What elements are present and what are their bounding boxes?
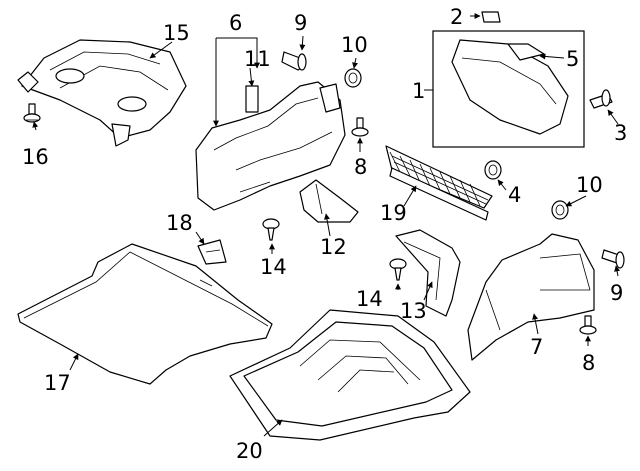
callout-9-right: 9 (610, 281, 623, 305)
left-quarter-trim-panel (195, 81, 346, 211)
grommet-4 (484, 160, 502, 180)
trim-panel-1 (451, 39, 569, 135)
push-pin-14-right (389, 258, 407, 281)
callout-4: 4 (508, 183, 521, 207)
cargo-net (385, 145, 493, 221)
bracket-12 (299, 179, 359, 223)
clip-8-left (351, 117, 369, 137)
push-pin-3 (589, 89, 613, 109)
callout-14-left: 14 (260, 255, 287, 279)
callout-20: 20 (236, 439, 263, 463)
callout-11: 11 (244, 47, 271, 71)
load-floor-mat (17, 243, 273, 385)
callout-9-left: 9 (294, 11, 307, 35)
push-pin-9-left (281, 51, 307, 71)
callout-13: 13 (400, 299, 427, 323)
callout-1: 1 (412, 79, 425, 103)
callout-5: 5 (566, 47, 579, 71)
clip-8-right (579, 315, 597, 335)
leader-lines (32, 13, 621, 437)
grommet-10-left (344, 68, 362, 88)
right-quarter-trim-panel (467, 233, 595, 361)
clip-2 (481, 11, 501, 23)
parts-box-1 (432, 30, 585, 148)
callout-10-right: 10 (576, 173, 603, 197)
clip-18 (197, 239, 227, 265)
callout-7: 7 (530, 335, 543, 359)
callout-3: 3 (614, 121, 627, 145)
callout-15: 15 (163, 21, 190, 45)
package-tray (17, 39, 187, 147)
callout-2: 2 (450, 5, 463, 29)
callout-8-right: 8 (582, 351, 595, 375)
callout-8-left: 8 (354, 155, 367, 179)
push-pin-9-right (601, 249, 625, 269)
callout-12: 12 (320, 235, 347, 259)
clip-16 (23, 103, 41, 123)
callout-14-right: 14 (356, 287, 383, 311)
cargo-tray (229, 309, 471, 441)
callout-19: 19 (380, 201, 407, 225)
callout-17: 17 (44, 371, 71, 395)
grommet-10-right (551, 200, 569, 220)
callout-labels: 1 2 3 4 5 6 7 8 8 9 9 10 10 11 12 13 14 … (22, 5, 627, 463)
push-pin-14-left (262, 218, 280, 241)
callout-10-left: 10 (341, 33, 368, 57)
callout-6: 6 (229, 11, 242, 35)
callout-16: 16 (22, 145, 49, 169)
callout-18: 18 (166, 211, 193, 235)
